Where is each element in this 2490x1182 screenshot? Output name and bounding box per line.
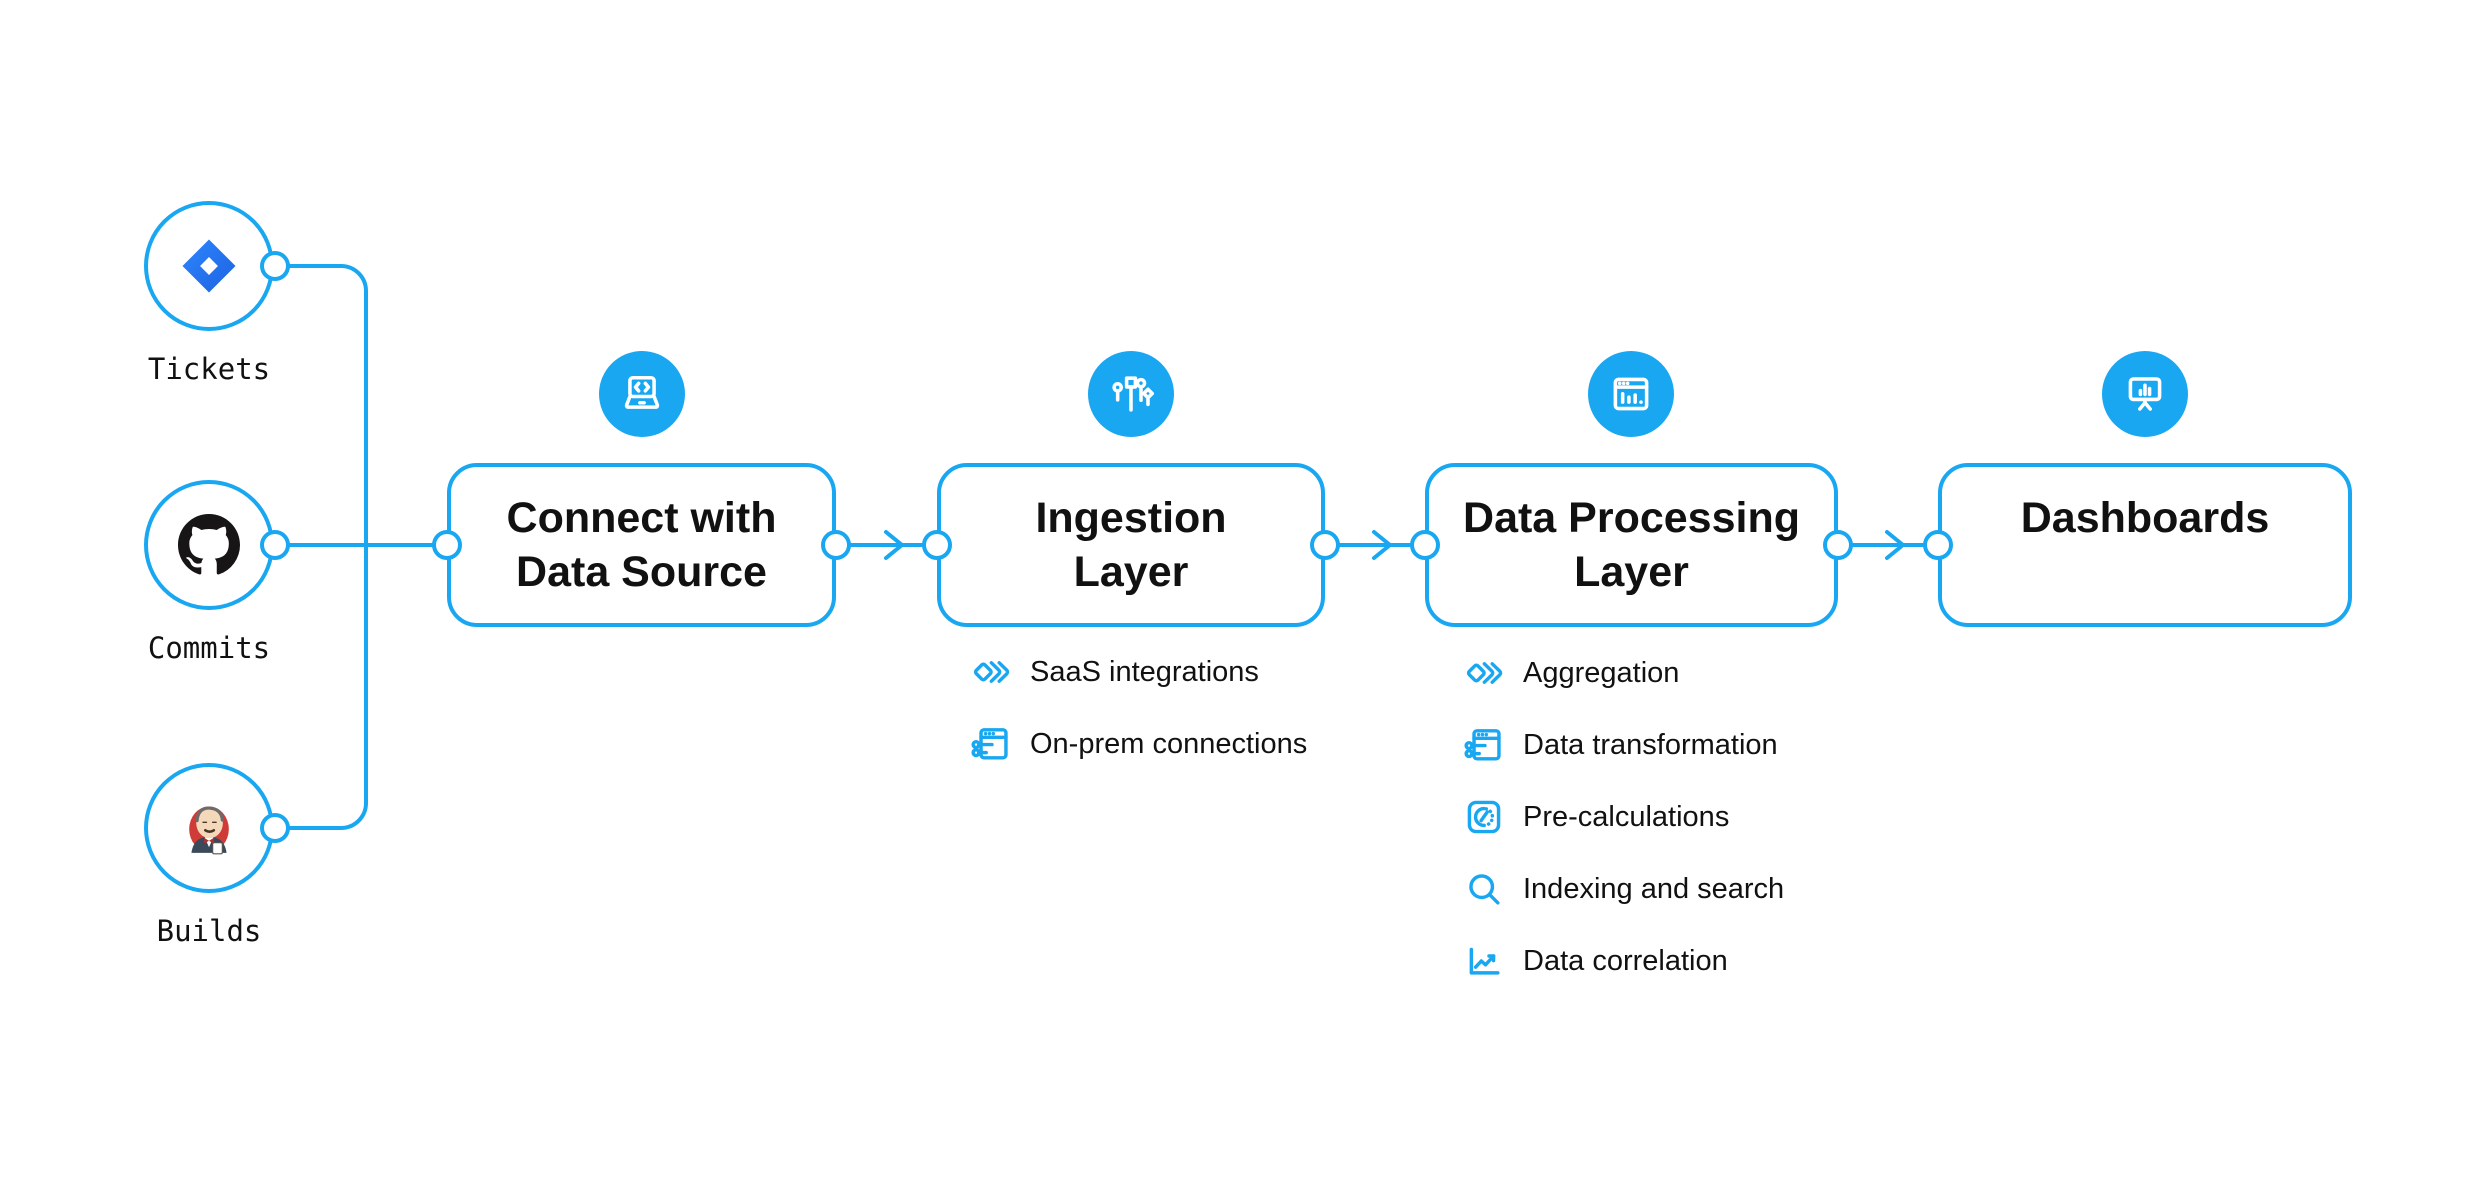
feature-label: Indexing and search [1523, 873, 1785, 905]
search-icon [1469, 874, 1500, 905]
source-node-commits [144, 480, 274, 610]
processing-feature-list: Aggregation Data transformation Pre-calc… [1461, 650, 1784, 984]
source-label-tickets: Tickets [147, 352, 271, 386]
window-sliders-icon [971, 728, 1008, 760]
feature-item: Data correlation [1461, 938, 1784, 984]
window-chart-icon [1613, 377, 1649, 411]
stage-box-processing: Data Processing Layer [1425, 463, 1838, 627]
stage-box-connect: Connect with Data Source [447, 463, 836, 627]
source-label-commits: Commits [147, 631, 271, 665]
stage-title: Data Source [516, 548, 767, 596]
gauge-icon [1467, 800, 1501, 834]
ingestion-feature-list: SaaS integrations On-prem connections [968, 649, 1307, 767]
window-sliders-icon [1464, 729, 1501, 761]
layers-icon [973, 661, 1010, 683]
layers-icon [1466, 662, 1503, 684]
feature-item: Indexing and search [1461, 866, 1784, 912]
feature-label: Pre-calculations [1523, 801, 1730, 833]
laptop-code-icon [624, 375, 660, 409]
stage-title: Ingestion [1035, 494, 1227, 542]
line-chart-icon [1469, 947, 1500, 975]
feature-item: Pre-calculations [1461, 794, 1784, 840]
stage-title: Connect with [506, 494, 777, 542]
flow-arrow-2 [1372, 530, 1392, 560]
jenkins-icon [189, 806, 229, 855]
feature-label: Aggregation [1523, 657, 1680, 689]
jira-icon [182, 239, 236, 293]
stage-icon-ingestion [1088, 351, 1174, 437]
flow-arrow-3 [1885, 530, 1905, 560]
stage-title: Data Processing [1463, 494, 1800, 542]
stage-title: Dashboards [2020, 494, 2270, 542]
feature-item: SaaS integrations [968, 649, 1307, 695]
stage-title: Layer [1073, 548, 1189, 596]
flow-arrow-1 [884, 530, 904, 560]
stage-icon-processing [1588, 351, 1674, 437]
feature-label: Data transformation [1523, 729, 1778, 761]
feature-item: Aggregation [1461, 650, 1784, 696]
source-label-builds: Builds [156, 914, 262, 948]
stage-box-dashboards: Dashboards [1938, 463, 2352, 627]
feature-item: On-prem connections [968, 721, 1307, 767]
presentation-chart-icon [2128, 377, 2162, 411]
stage-icon-connect [599, 351, 685, 437]
source-node-tickets [144, 201, 274, 331]
stage-title: Layer [1574, 548, 1689, 596]
circuit-icon [1112, 376, 1155, 412]
feature-item: Data transformation [1461, 722, 1784, 768]
feature-label: On-prem connections [1030, 728, 1308, 760]
github-icon [178, 514, 240, 575]
feature-label: SaaS integrations [1030, 656, 1259, 688]
stage-icon-dashboards [2102, 351, 2188, 437]
stage-box-ingestion: Ingestion Layer [937, 463, 1325, 627]
feature-label: Data correlation [1523, 945, 1728, 977]
source-node-builds [144, 763, 274, 893]
